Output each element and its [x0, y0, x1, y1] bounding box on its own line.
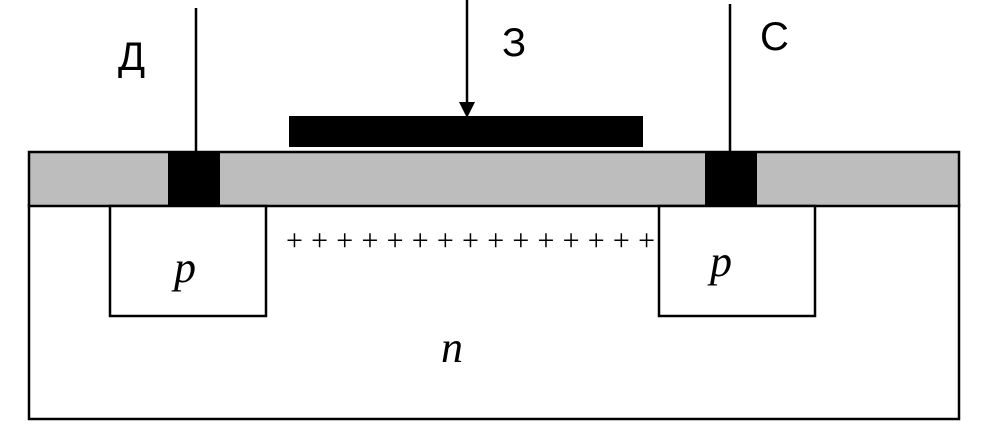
drain-contact [168, 152, 220, 206]
source-contact [705, 152, 757, 206]
p-right-label: p [707, 237, 732, 286]
gate-arrow-icon [459, 102, 475, 118]
n-substrate-label: n [441, 323, 463, 372]
channel-charge: +++++++++++++++ [286, 224, 655, 257]
source-label: С [760, 15, 789, 59]
drain-label: Д [118, 35, 145, 79]
gate-label: З [502, 21, 526, 65]
p-region-right [657, 204, 817, 318]
p-left-label: p [171, 243, 196, 292]
gate-electrode [289, 116, 643, 147]
